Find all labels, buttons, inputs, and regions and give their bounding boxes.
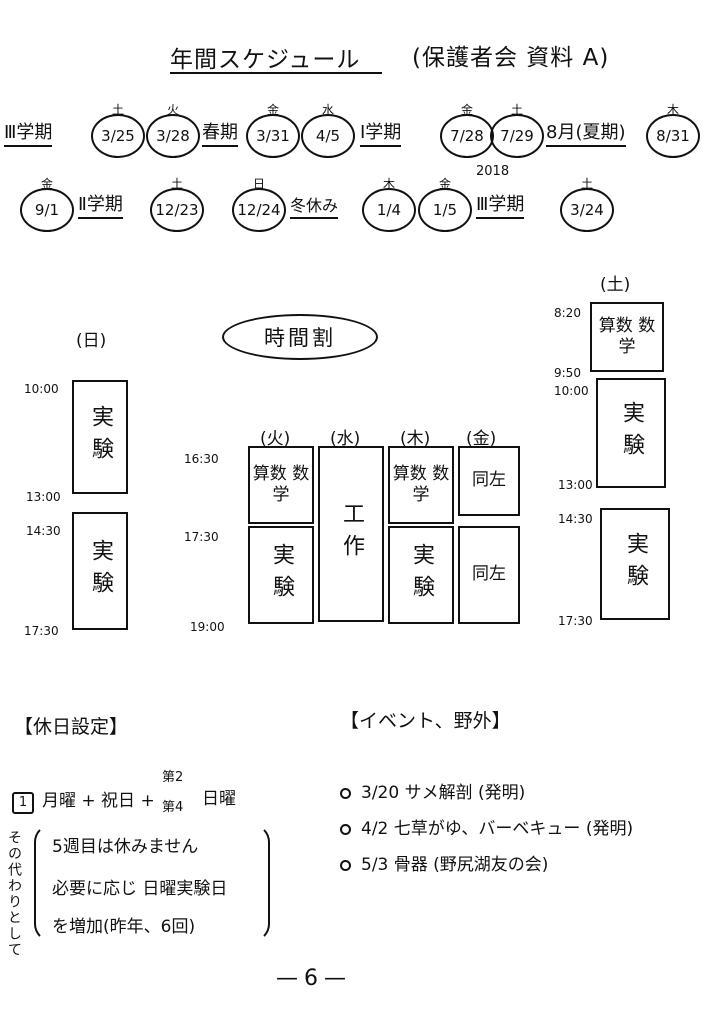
event-item: 5/3 骨器 (野尻湖友の会) bbox=[340, 850, 548, 875]
page-number: —6— bbox=[276, 966, 352, 991]
day-header-friday: (金) bbox=[466, 429, 497, 449]
title-underline bbox=[170, 72, 382, 74]
bullet-icon bbox=[340, 859, 351, 871]
spring-label: 春期 bbox=[202, 118, 238, 147]
time-label: 10:00 bbox=[24, 382, 59, 396]
page-subtitle: (保護者会 資料 A) bbox=[412, 45, 610, 71]
sunday-slot: 実験 bbox=[72, 380, 128, 494]
term3-label-2: Ⅲ学期 bbox=[476, 190, 525, 219]
rule-number: 1 bbox=[12, 792, 34, 814]
time-label: 10:00 bbox=[554, 384, 589, 398]
side-note: その代わりとして bbox=[6, 830, 22, 958]
holiday-note-line: 5週目は休みません bbox=[52, 837, 199, 857]
time-label: 16:30 bbox=[184, 452, 219, 466]
day-header-sunday: (日) bbox=[76, 331, 107, 351]
day-header-wednesday: (水) bbox=[330, 429, 361, 449]
saturday-experiment: 実験 bbox=[596, 378, 666, 488]
term2-label: Ⅱ学期 bbox=[78, 190, 123, 219]
event-item: 3/20 サメ解剖 (発明) bbox=[340, 778, 525, 803]
holiday-section-title: 【休日設定】 bbox=[14, 716, 129, 738]
thursday-math: 算数 数学 bbox=[388, 446, 454, 524]
tuesday-math: 算数 数学 bbox=[248, 446, 314, 524]
day-header-saturday: (土) bbox=[600, 275, 631, 295]
term1-label: Ⅰ学期 bbox=[360, 118, 402, 147]
time-label: 8:20 bbox=[554, 306, 581, 320]
thursday-experiment: 実験 bbox=[388, 526, 454, 624]
note-bracket bbox=[34, 824, 270, 942]
time-label: 13:00 bbox=[558, 478, 593, 492]
saturday-math: 算数 数学 bbox=[590, 302, 664, 372]
event-item: 4/2 七草がゆ、バーベキュー (発明) bbox=[340, 814, 633, 839]
term3-label: Ⅲ学期 bbox=[4, 118, 53, 147]
time-label: 14:30 bbox=[26, 524, 61, 538]
sunday-slot: 実験 bbox=[72, 512, 128, 630]
time-label: 17:30 bbox=[558, 614, 593, 628]
page-title: 年間スケジュール bbox=[170, 47, 361, 73]
holiday-rule: 1 月曜 + 祝日 + bbox=[12, 786, 155, 814]
bullet-icon bbox=[340, 823, 351, 835]
winter-label: 冬休み bbox=[290, 192, 339, 219]
time-label: 17:30 bbox=[184, 530, 219, 544]
bullet-icon bbox=[340, 787, 351, 799]
saturday-experiment: 実験 bbox=[600, 508, 670, 620]
rule-main: 月曜 + 祝日 + bbox=[42, 791, 155, 811]
summer-label: 8月(夏期) bbox=[546, 118, 626, 147]
time-label: 13:00 bbox=[26, 490, 61, 504]
timetable-title: 時間割 bbox=[222, 314, 378, 360]
time-label: 9:50 bbox=[554, 366, 581, 380]
rule-end: 日曜 bbox=[202, 789, 236, 809]
wednesday-craft: 工作 bbox=[318, 446, 384, 622]
time-label: 19:00 bbox=[190, 620, 225, 634]
time-label: 17:30 bbox=[24, 624, 59, 638]
tuesday-experiment: 実験 bbox=[248, 526, 314, 624]
holiday-note-line: 必要に応じ 日曜実験日 bbox=[52, 879, 228, 899]
year-label: 2018 bbox=[476, 164, 510, 179]
holiday-note-line: を増加(昨年、6回) bbox=[52, 917, 196, 937]
rule-week-bottom: 第4 bbox=[162, 800, 184, 815]
time-label: 14:30 bbox=[558, 512, 593, 526]
day-header-thursday: (木) bbox=[400, 429, 431, 449]
rule-week-top: 第2 bbox=[162, 770, 184, 785]
friday-same-left: 同左 bbox=[458, 446, 520, 516]
day-header-tuesday: (火) bbox=[260, 429, 291, 449]
events-section-title: 【イベント、野外】 bbox=[340, 710, 511, 732]
friday-same-left: 同左 bbox=[458, 526, 520, 624]
